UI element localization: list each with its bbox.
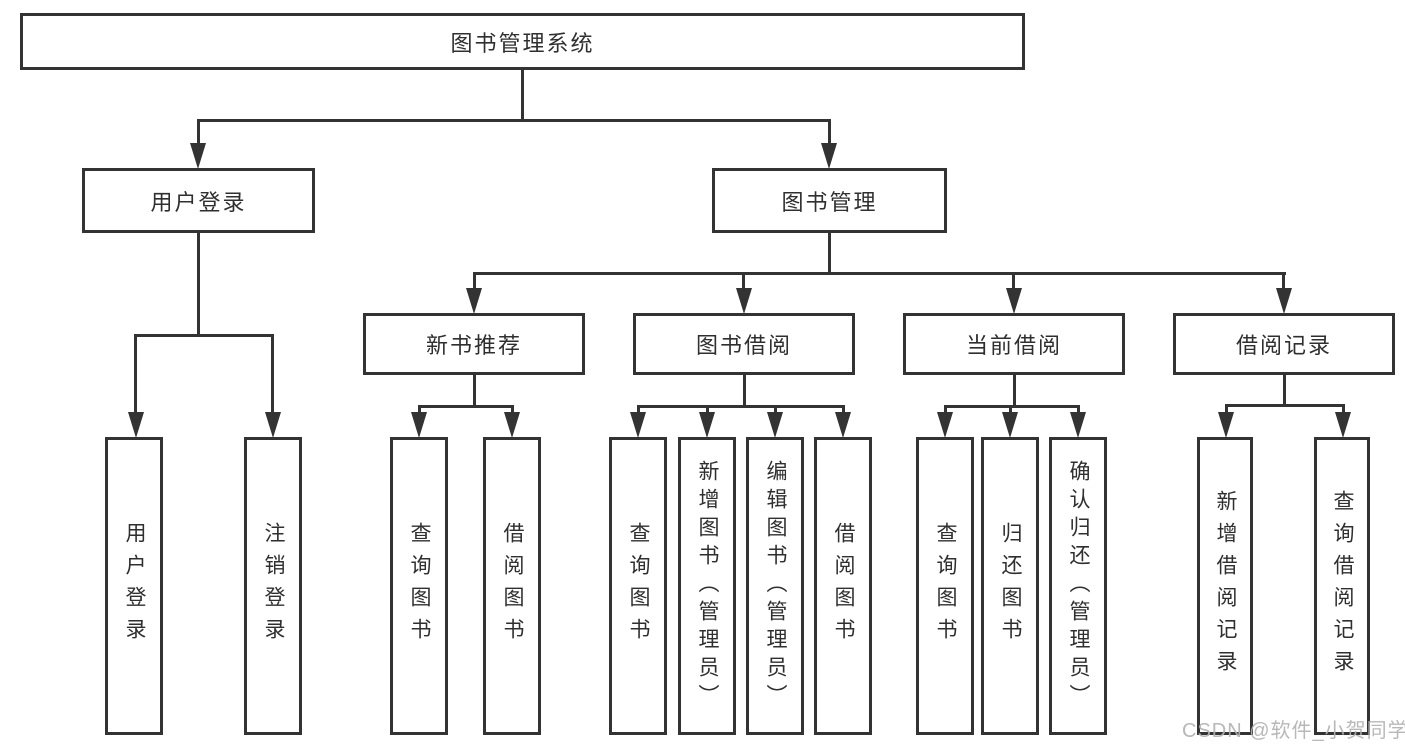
connector-line — [1225, 404, 1345, 407]
leaf-borrowing-borrow-books: 借阅图书 — [814, 437, 872, 735]
connector-line — [473, 272, 1286, 275]
node-new-book-recommend-label: 新书推荐 — [425, 333, 522, 358]
connector-line — [418, 405, 421, 415]
node-user-login: 用户登录 — [82, 168, 315, 233]
arrow-down-icon — [1006, 288, 1022, 314]
arrow-down-icon — [821, 143, 837, 169]
connector-line — [842, 405, 845, 415]
connector-line — [1009, 405, 1012, 415]
connector-line — [134, 334, 274, 337]
node-book-manage-label: 图书管理 — [781, 189, 878, 215]
leaf-borrowing-edit-books-admin: 编辑图书（管理员） — [746, 437, 804, 735]
connector-line — [742, 272, 745, 288]
arrow-down-icon — [504, 412, 520, 438]
connector-line — [1225, 404, 1228, 414]
arrow-down-icon — [630, 412, 646, 438]
leaf-logout: 注销登录 — [244, 437, 302, 735]
connector-line — [134, 334, 137, 412]
leaf-records-add-record: 新增借阅记录 — [1197, 437, 1253, 735]
arrow-down-icon — [767, 412, 783, 438]
arrow-down-icon — [1218, 412, 1234, 438]
leaf-borrowing-add-books-admin-label: 新增图书（管理员） — [696, 460, 719, 712]
node-book-borrowing: 图书借阅 — [633, 313, 855, 375]
leaf-current-return-books: 归还图书 — [981, 437, 1039, 735]
arrow-down-icon — [1335, 412, 1351, 438]
node-user-login-label: 用户登录 — [150, 189, 247, 215]
leaf-borrowing-query-books: 查询图书 — [609, 437, 667, 735]
node-new-book-recommend: 新书推荐 — [363, 313, 585, 375]
arrow-down-icon — [835, 412, 851, 438]
connector-line — [1282, 272, 1285, 288]
leaf-records-query-record: 查询借阅记录 — [1314, 437, 1370, 735]
arrow-down-icon — [466, 288, 482, 314]
arrow-down-icon — [411, 412, 427, 438]
arrow-down-icon — [1070, 412, 1086, 438]
node-borrow-records: 借阅记录 — [1173, 313, 1395, 375]
leaf-newbook-query-books: 查询图书 — [390, 437, 448, 735]
node-borrow-records-label: 借阅记录 — [1235, 333, 1332, 358]
leaf-records-query-record-label: 查询借阅记录 — [1331, 490, 1354, 682]
connector-line — [637, 405, 640, 415]
connector-line — [511, 405, 514, 415]
leaf-newbook-borrow-books-label: 借阅图书 — [501, 522, 524, 650]
node-root-label: 图书管理系统 — [450, 30, 595, 56]
connector-line — [1283, 375, 1286, 407]
node-book-manage: 图书管理 — [712, 168, 947, 233]
leaf-current-return-books-label: 归还图书 — [999, 522, 1022, 650]
connector-line — [271, 334, 274, 412]
connector-line — [473, 272, 476, 288]
connector-line — [1077, 405, 1080, 415]
leaf-borrowing-add-books-admin: 新增图书（管理员） — [678, 437, 736, 735]
connector-line — [944, 405, 1080, 408]
connector-line — [828, 119, 831, 147]
leaf-user-login-label: 用户登录 — [123, 522, 146, 650]
leaf-current-confirm-return-admin-label: 确认归还（管理员） — [1067, 460, 1090, 712]
node-current-borrowing: 当前借阅 — [903, 313, 1125, 375]
arrow-down-icon — [1002, 412, 1018, 438]
arrow-down-icon — [1276, 288, 1292, 314]
leaf-logout-label: 注销登录 — [262, 522, 285, 650]
node-root-system: 图书管理系统 — [20, 13, 1025, 70]
connector-line — [418, 405, 514, 408]
connector-line — [197, 119, 831, 122]
connector-line — [473, 375, 476, 408]
leaf-current-query-books: 查询图书 — [916, 437, 974, 735]
connector-line — [197, 233, 200, 337]
connector-line — [743, 375, 746, 408]
connector-line — [944, 405, 947, 415]
arrow-down-icon — [265, 412, 281, 438]
leaf-borrowing-query-books-label: 查询图书 — [627, 522, 650, 650]
leaf-borrowing-edit-books-admin-label: 编辑图书（管理员） — [764, 460, 787, 712]
leaf-borrowing-borrow-books-label: 借阅图书 — [832, 522, 855, 650]
leaf-newbook-query-books-label: 查询图书 — [408, 522, 431, 650]
arrow-down-icon — [128, 412, 144, 438]
leaf-user-login: 用户登录 — [105, 437, 163, 735]
connector-line — [637, 405, 845, 408]
arrow-down-icon — [190, 143, 206, 169]
arrow-down-icon — [699, 412, 715, 438]
connector-line — [1342, 404, 1345, 414]
arrow-down-icon — [937, 412, 953, 438]
leaf-current-confirm-return-admin: 确认归还（管理员） — [1049, 437, 1107, 735]
leaf-records-add-record-label: 新增借阅记录 — [1214, 490, 1237, 682]
connector-line — [828, 233, 831, 275]
connector-line — [1012, 272, 1015, 288]
arrow-down-icon — [736, 288, 752, 314]
node-current-borrowing-label: 当前借阅 — [965, 333, 1062, 358]
connector-line — [521, 68, 524, 121]
connector-line — [1013, 375, 1016, 408]
node-book-borrowing-label: 图书借阅 — [695, 333, 792, 358]
connector-line — [774, 405, 777, 415]
connector-line — [197, 119, 200, 147]
leaf-newbook-borrow-books: 借阅图书 — [483, 437, 541, 735]
csdn-watermark: CSDN @软件_小贺同学 — [1182, 720, 1405, 742]
leaf-current-query-books-label: 查询图书 — [934, 522, 957, 650]
connector-line — [706, 405, 709, 415]
